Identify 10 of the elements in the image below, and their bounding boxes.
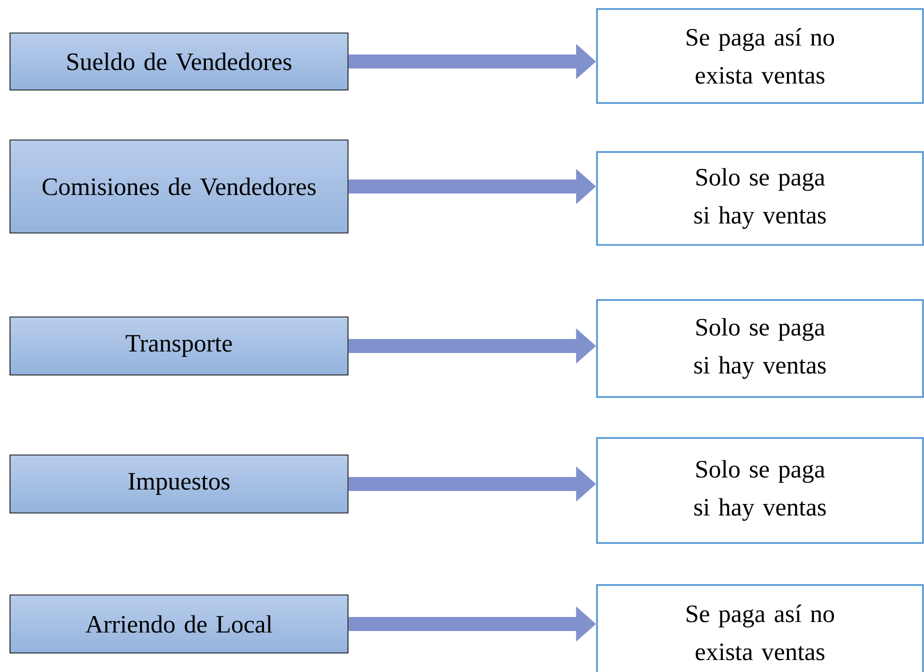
description-box: Solo se paga si hay ventas [596,299,924,398]
category-box: Transporte [10,316,348,376]
category-box: Impuestos [10,454,348,514]
description-box: Se paga así no exista ventas [596,8,924,104]
category-box: Arriendo de Local [10,594,348,654]
category-box: Comisiones de Vendedores [10,140,348,234]
description-box: Solo se paga si hay ventas [596,151,924,246]
category-box: Sueldo de Vendedores [10,32,348,90]
description-box: Solo se paga si hay ventas [596,437,924,544]
description-box: Se paga así no exista ventas [596,584,924,672]
